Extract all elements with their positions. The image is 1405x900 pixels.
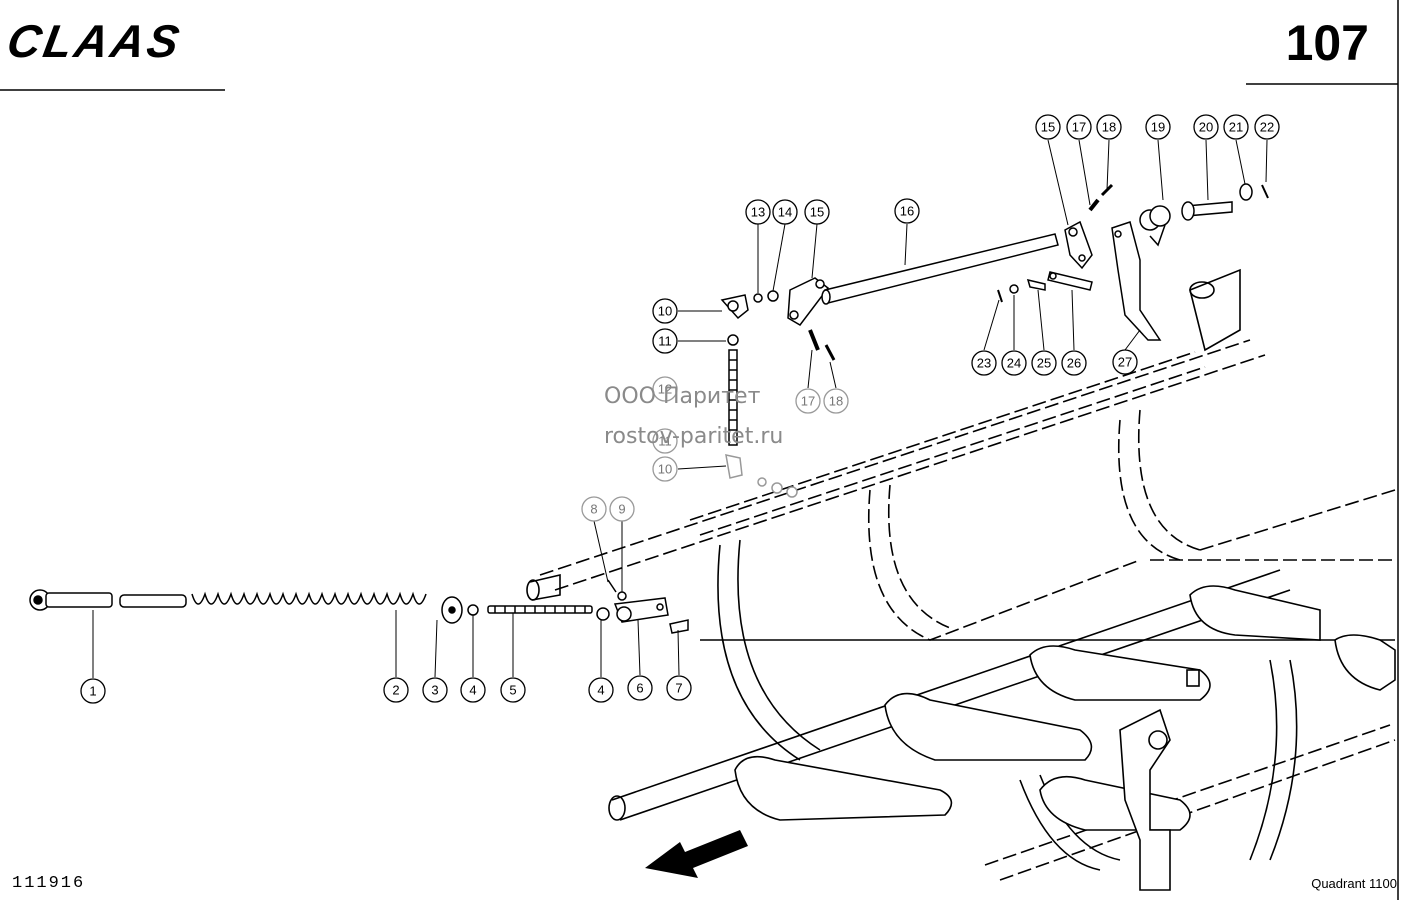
callout-label: 27 [1118, 355, 1132, 370]
baler-frame-tubes [526, 268, 1395, 871]
callout-label: 16 [900, 204, 914, 219]
callout-label: 2 [392, 683, 399, 698]
callout-label: 22 [1260, 120, 1274, 135]
travel-direction-arrow [645, 830, 748, 878]
callout-label: 19 [1151, 120, 1165, 135]
callout-labels: 1 2 3 4 5 4 6 7 8 9 10 11 12 11 10 13 14… [89, 120, 1274, 699]
callout-label: 17 [1072, 120, 1086, 135]
callout-label: 18 [829, 394, 843, 409]
callout-label: 5 [509, 683, 516, 698]
callout-label: 14 [778, 205, 792, 220]
callout-label: 23 [977, 356, 991, 371]
callout-label: 10 [658, 304, 672, 319]
spring-assembly [29, 579, 689, 634]
page-number: 107 [1285, 15, 1369, 71]
watermark-company: ООО Паритет [604, 384, 761, 409]
callout-label: 8 [590, 502, 597, 517]
baler-frame [539, 339, 1396, 881]
callout-label: 15 [810, 205, 824, 220]
callout-label: 12 [658, 382, 672, 397]
callout-label: 26 [1067, 356, 1081, 371]
drawing-number: 111916 [12, 874, 86, 893]
adjusting-rod-assembly [720, 233, 1059, 498]
callout-label: 15 [1041, 120, 1055, 135]
callout-label: 21 [1229, 120, 1243, 135]
callout-label: 6 [636, 681, 643, 696]
callout-label: 3 [431, 683, 438, 698]
callout-label: 24 [1007, 356, 1021, 371]
callout-label: 25 [1037, 356, 1051, 371]
callout-label: 13 [751, 205, 765, 220]
callout-label: 18 [1102, 120, 1116, 135]
callout-label: 10 [658, 462, 672, 477]
callout-label: 9 [618, 502, 625, 517]
leader-lines [92, 139, 1268, 678]
callout-label: 11 [658, 434, 672, 449]
lever-assembly [997, 183, 1269, 341]
callout-label: 1 [89, 684, 96, 699]
press-rollers [734, 585, 1396, 831]
frame-bracket [1119, 669, 1200, 891]
callout-label: 17 [801, 394, 815, 409]
callout-label: 4 [597, 683, 604, 698]
callout-circles [80, 114, 1280, 704]
watermark-url: rostov-paritet.ru [604, 424, 784, 449]
callout-label: 4 [469, 683, 476, 698]
model-name: Quadrant 1100 [1311, 876, 1397, 891]
callout-label: 20 [1199, 120, 1213, 135]
callout-label: 11 [658, 334, 672, 349]
callout-label: 7 [675, 681, 682, 696]
